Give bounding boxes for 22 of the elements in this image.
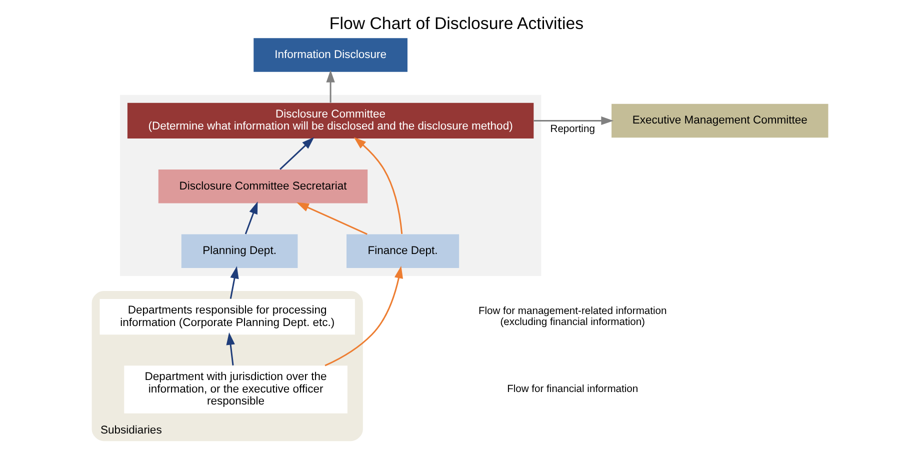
edge-label: Reporting — [550, 124, 594, 135]
arrow — [324, 266, 403, 366]
node-box: Departments responsible for processing information (Corporate Planning Dept. etc.) — [99, 298, 354, 335]
diagram-title: Flow Chart of Disclosure Activities — [328, 14, 584, 34]
legend-label: Flow for management-related information (excluding financial information) — [478, 306, 666, 328]
arrow — [226, 332, 234, 366]
arrow — [296, 202, 367, 235]
legend-label: Flow for financial information — [506, 384, 638, 396]
node-box: Executive Management Committee — [611, 104, 828, 138]
arrow — [353, 137, 402, 234]
cluster — [119, 94, 541, 276]
node-box: Finance Dept. — [346, 234, 459, 268]
arrow — [229, 266, 238, 299]
arrow — [533, 116, 614, 126]
arrow — [244, 202, 258, 234]
node-box: Planning Dept. — [180, 234, 298, 268]
node-box: Information Disclosure — [253, 38, 407, 72]
arrow — [326, 70, 334, 103]
arrow — [279, 137, 314, 170]
node-box: Disclosure Committee Secretariat — [158, 170, 368, 204]
node-box: Department with jurisdiction over the information, or the executive officer responsible — [124, 366, 347, 414]
node-box: Disclosure Committee (Determine what information will be disclosed and the disclosure method) — [126, 102, 534, 139]
